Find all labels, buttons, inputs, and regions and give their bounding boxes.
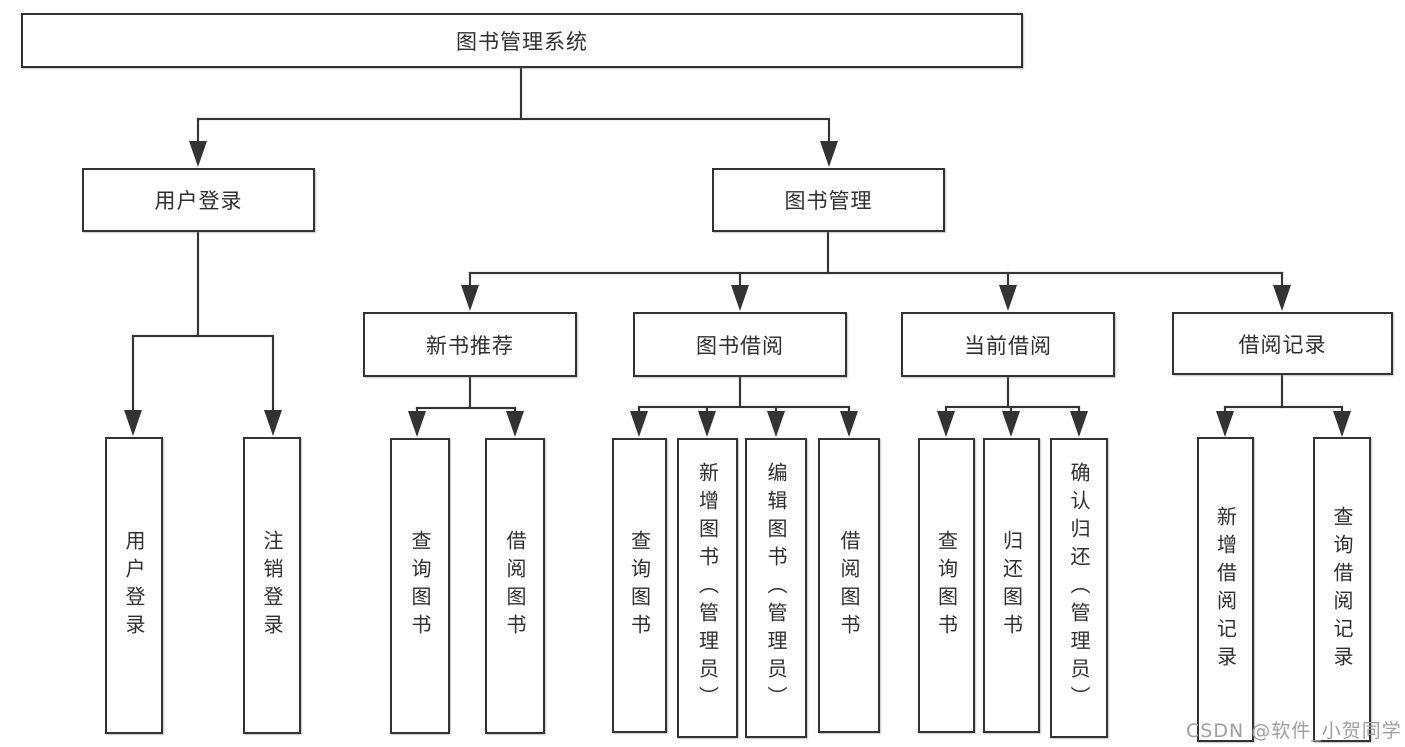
node-label: 用户登录 [154,189,243,213]
node-current-borrow: 当前借阅 [901,312,1115,377]
leaf-add-borrow-record: 新增借阅记录 [1197,437,1254,742]
arrow-down-icon [124,410,142,436]
arrow-down-icon [1070,411,1088,437]
connector-line [469,272,471,288]
leaf-label: 编辑图书（管理员） [764,462,788,714]
node-label: 图书管理 [784,189,873,213]
arrow-down-icon [731,285,749,311]
leaf-label: 注销登录 [260,529,284,642]
arrow-down-icon [1273,285,1291,311]
node-label: 当前借阅 [964,333,1052,358]
arrow-down-icon [264,410,282,436]
node-book-management: 图书管理 [712,168,945,232]
arrow-down-icon [1333,411,1351,437]
leaf-query-borrow-record: 查询借阅记录 [1313,437,1371,742]
leaf-label: 查询图书 [934,529,959,642]
node-new-book-recommend: 新书推荐 [363,312,577,377]
node-label: 借阅记录 [1238,332,1327,357]
node-borrow-records: 借阅记录 [1172,312,1393,375]
node-library-system: 图书管理系统 [21,13,1023,68]
leaf-borrow-books: 借阅图书 [818,438,880,733]
leaf-borrow-books-recommend: 借阅图书 [485,438,545,734]
connector-line [132,335,134,412]
arrow-down-icon [698,411,716,437]
connector-line [197,118,830,120]
leaf-label: 查询图书 [627,529,652,642]
connector-line [1007,377,1009,407]
leaf-query-books-recommend: 查询图书 [390,438,450,734]
arrow-down-icon [999,285,1017,311]
arrow-down-icon [461,285,479,311]
leaf-label: 借阅图书 [837,529,861,642]
connector-line [1281,272,1283,288]
leaf-label: 查询借阅记录 [1330,505,1354,674]
arrow-down-icon [630,411,648,437]
connector-line [1281,375,1283,408]
arrow-down-icon [506,411,524,437]
connector-line [520,68,522,120]
arrow-down-icon [840,411,858,437]
leaf-add-book-admin: 新增图书（管理员） [677,438,738,738]
node-label: 图书管理系统 [456,29,588,54]
node-label: 图书借阅 [696,333,784,358]
leaf-label: 新增借阅记录 [1213,505,1238,674]
arrow-down-icon [937,411,955,437]
node-book-borrow: 图书借阅 [633,312,847,377]
connector-line [132,335,274,337]
leaf-logout: 注销登录 [243,437,301,734]
leaf-label: 借阅图书 [503,530,527,642]
leaf-query-books-current: 查询图书 [918,438,975,733]
leaf-confirm-return-admin: 确认归还（管理员） [1050,438,1108,738]
node-label: 新书推荐 [426,333,514,358]
leaf-label: 归还图书 [999,529,1024,642]
connector-line [197,232,199,337]
connector-line [1224,406,1343,408]
arrow-down-icon [408,411,426,437]
connector-line [739,377,741,407]
connector-line [469,377,471,408]
connector-line [638,406,850,408]
connector-line [1007,272,1009,288]
watermark: CSDN @软件_小贺同学 [1186,720,1402,742]
connector-line [827,232,829,274]
leaf-query-books-borrow: 查询图书 [612,438,667,733]
connector-line [272,335,274,412]
arrow-down-icon [1002,411,1020,437]
connector-line [739,272,741,288]
arrow-down-icon [1216,411,1234,437]
leaf-label: 新增图书（管理员） [695,462,720,714]
connector-line [416,407,516,409]
arrow-down-icon [767,411,785,437]
connector-line [469,272,1283,274]
leaf-label: 查询图书 [408,530,432,642]
arrow-down-icon [820,141,838,167]
leaf-user-login: 用户登录 [105,437,163,734]
leaf-label: 用户登录 [122,529,146,642]
leaf-label: 确认归还（管理员） [1067,462,1091,714]
leaf-return-book: 归还图书 [983,438,1040,733]
leaf-edit-book-admin: 编辑图书（管理员） [745,438,807,738]
connector-line [197,118,199,146]
arrow-down-icon [189,141,207,167]
node-user-login: 用户登录 [82,168,315,232]
connector-line [828,118,830,146]
connector-line [945,406,1080,408]
